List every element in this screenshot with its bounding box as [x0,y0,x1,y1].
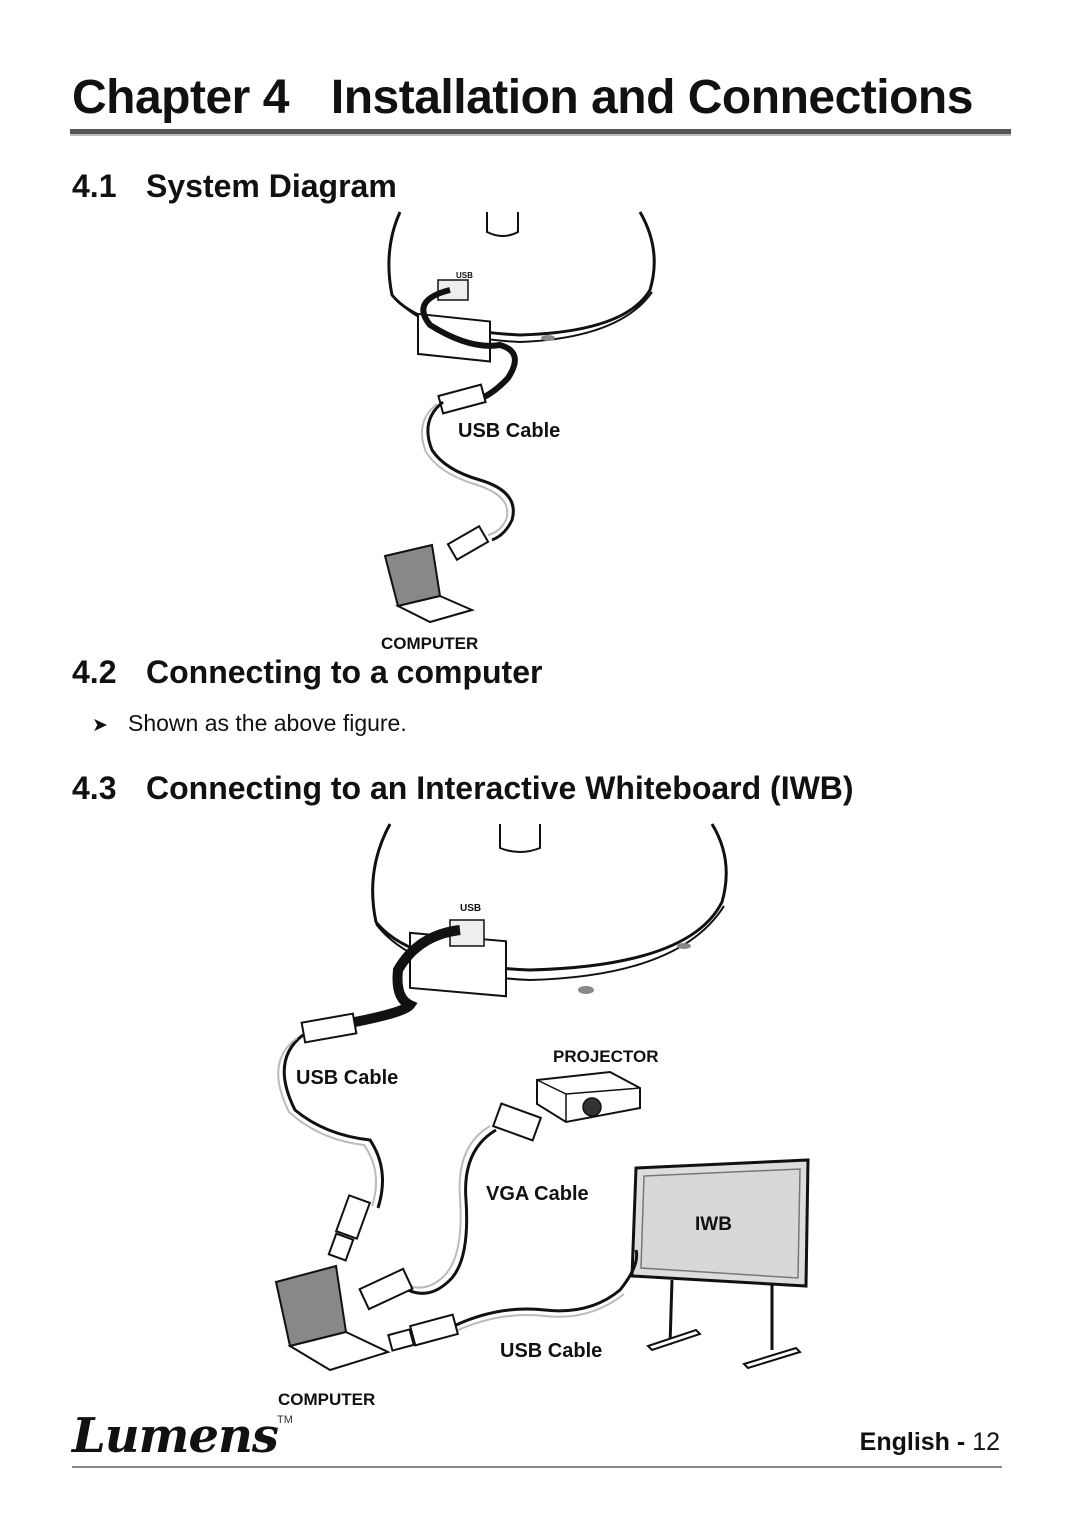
computer-label: COMPUTER [278,1390,375,1409]
system-diagram: USB USB Cable COMPUTER [381,211,656,653]
laptop-icon [383,543,475,624]
document-camera-base-icon: USB [371,823,728,998]
computer-label: COMPUTER [381,634,478,653]
usb-cable-label: USB Cable [458,420,560,442]
usb-cable-label: USB Cable [296,1067,398,1089]
usb-cable-icon [420,287,518,562]
section-title: Connecting to an Interactive Whiteboard … [146,770,854,806]
section-number: 4.3 [72,770,117,806]
vga-cable-icon [358,1102,543,1311]
vga-cable-label: VGA Cable [486,1183,589,1205]
usb-cable-2-icon [387,1249,639,1352]
page-number: 12 [972,1428,1000,1456]
bullet-item: ➤ Shown as the above figure. [92,710,407,737]
iwb-diagram: USB USB Cable PROJECTOR VGA Cable [274,823,810,1409]
chapter-title: Chapter 4 Installation and Connections [72,70,973,125]
laptop-icon [274,1264,391,1372]
footer-separator: - [956,1428,966,1456]
section-heading-4-2: 4.2 Connecting to a computer [72,654,542,691]
usb-cable-icon [277,925,461,1262]
section-title: Connecting to a computer [146,654,543,690]
language-label: English [859,1428,950,1456]
page-footer: English - 12 [860,1428,1000,1457]
usb-port-label: USB [456,271,473,280]
chapter-label: Chapter 4 [72,71,289,124]
trademark-mark: TM [277,1414,293,1426]
footer-divider [72,1466,1002,1468]
lumens-logo: Lumens [72,1408,279,1464]
section-heading-4-3: 4.3 Connecting to an Interactive Whiteboa… [72,770,854,807]
interactive-whiteboard-icon: IWB [630,1158,810,1370]
section-number: 4.1 [72,168,117,204]
chapter-title-text: Installation and Connections [330,71,974,124]
projector-icon [536,1070,641,1124]
document-camera-base-icon: USB [387,211,656,363]
usb-cable-label-2: USB Cable [500,1340,602,1362]
iwb-label: IWB [695,1214,732,1235]
usb-port-label: USB [460,903,481,914]
section-heading-4-1: 4.1 System Diagram [72,168,397,205]
section-number: 4.2 [72,654,117,690]
section-title: System Diagram [146,168,397,204]
projector-label: PROJECTOR [553,1047,659,1066]
bullet-text: Shown as the above figure. [128,710,407,736]
arrow-bullet-icon: ➤ [92,715,108,736]
title-divider [70,129,1011,136]
